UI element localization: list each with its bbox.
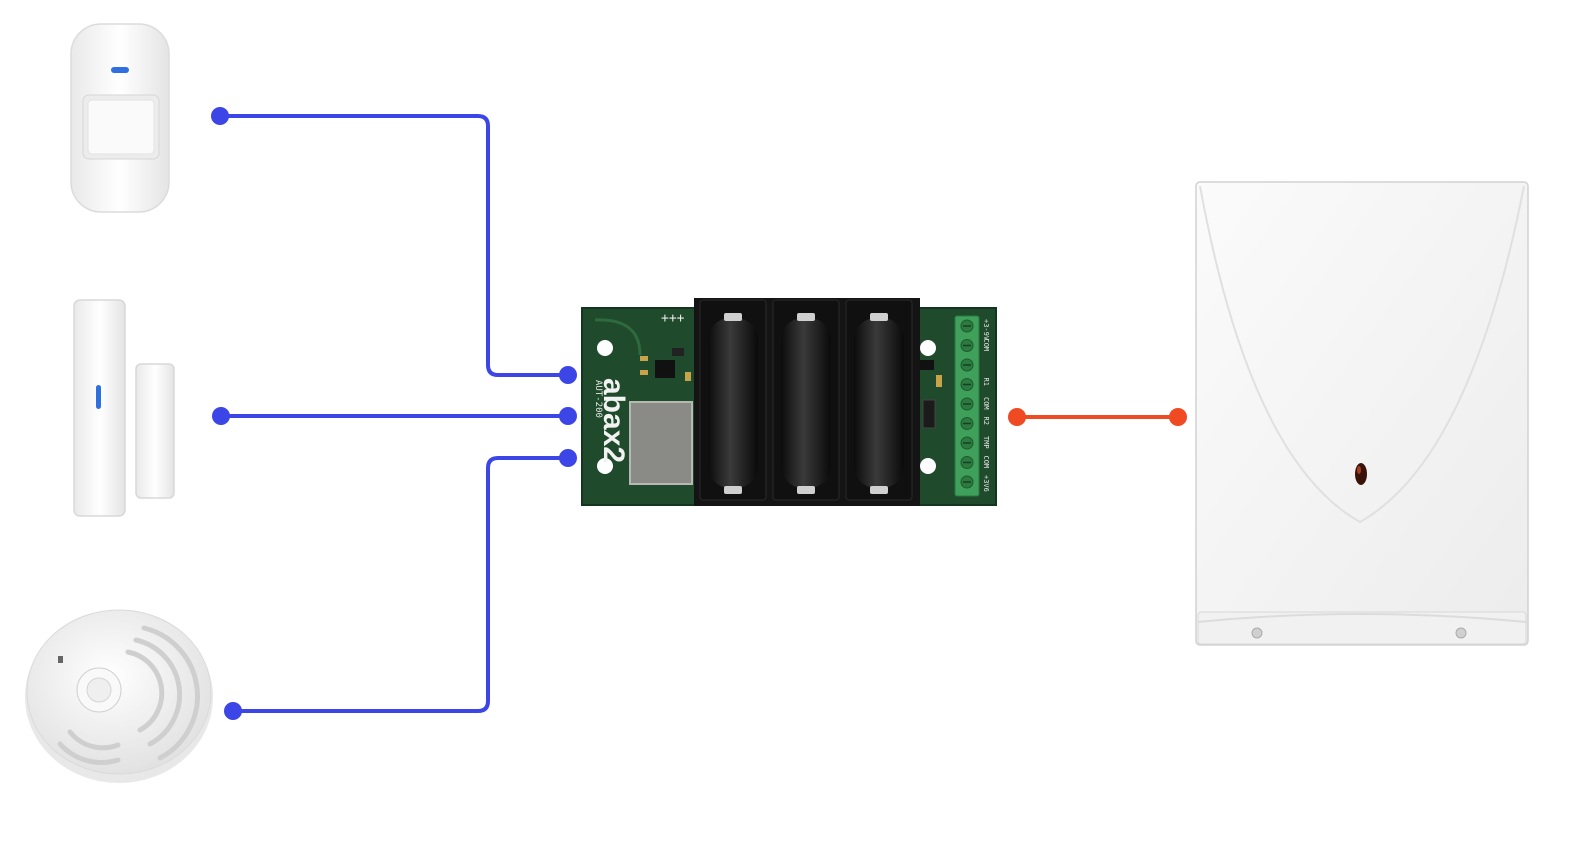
module-model-label: AUT-200 bbox=[593, 380, 603, 418]
wired-link-start-dot bbox=[1008, 408, 1026, 426]
mount-hole bbox=[920, 458, 936, 474]
link-motion-detector-start-dot bbox=[211, 107, 229, 125]
mount-hole bbox=[920, 340, 936, 356]
link-motion-detector-end-dot bbox=[559, 366, 577, 384]
wireless-links bbox=[211, 107, 577, 720]
control-panel-enclosure-icon bbox=[1195, 181, 1529, 646]
link-smoke-detector-end-dot bbox=[559, 449, 577, 467]
mount-hole bbox=[597, 340, 613, 356]
module-brand-label: abax2 bbox=[597, 378, 630, 463]
wired-link bbox=[1008, 408, 1187, 426]
smoke-detector-icon bbox=[25, 609, 213, 783]
terminal-label: COM bbox=[982, 339, 990, 352]
terminal-label: R2 bbox=[982, 417, 990, 425]
wireless-expander-module: +++ abax2 AUT-200 +3-9VCOMR1COMR2TMPCOM+… bbox=[581, 298, 997, 506]
terminal-label: +3V6 bbox=[982, 475, 990, 492]
link-door-contact-end-dot bbox=[559, 407, 577, 425]
terminal-label: R1 bbox=[982, 378, 990, 386]
link-smoke-detector-start-dot bbox=[224, 702, 242, 720]
wired-link-end-dot bbox=[1169, 408, 1187, 426]
link-smoke-detector bbox=[233, 456, 568, 713]
rf-shield-can bbox=[629, 401, 693, 485]
link-door-contact-start-dot bbox=[212, 407, 230, 425]
terminal-label: TMP bbox=[982, 436, 990, 449]
pir-sensor-icon bbox=[70, 23, 170, 213]
magnetic-contact-icon bbox=[73, 299, 175, 517]
panel-screw bbox=[1251, 627, 1263, 639]
terminal-label: COM bbox=[982, 456, 990, 469]
pcb-plus-marks: +++ bbox=[661, 311, 685, 326]
terminal-label: +3-9V bbox=[982, 319, 990, 341]
battery-holders bbox=[694, 298, 920, 506]
battery bbox=[854, 318, 904, 488]
battery bbox=[781, 318, 831, 488]
mount-hole bbox=[597, 458, 613, 474]
battery bbox=[708, 318, 758, 488]
terminal-label: COM bbox=[982, 397, 990, 410]
panel-led-indicator bbox=[1355, 463, 1367, 485]
panel-screw bbox=[1455, 627, 1467, 639]
link-motion-detector bbox=[220, 114, 568, 377]
